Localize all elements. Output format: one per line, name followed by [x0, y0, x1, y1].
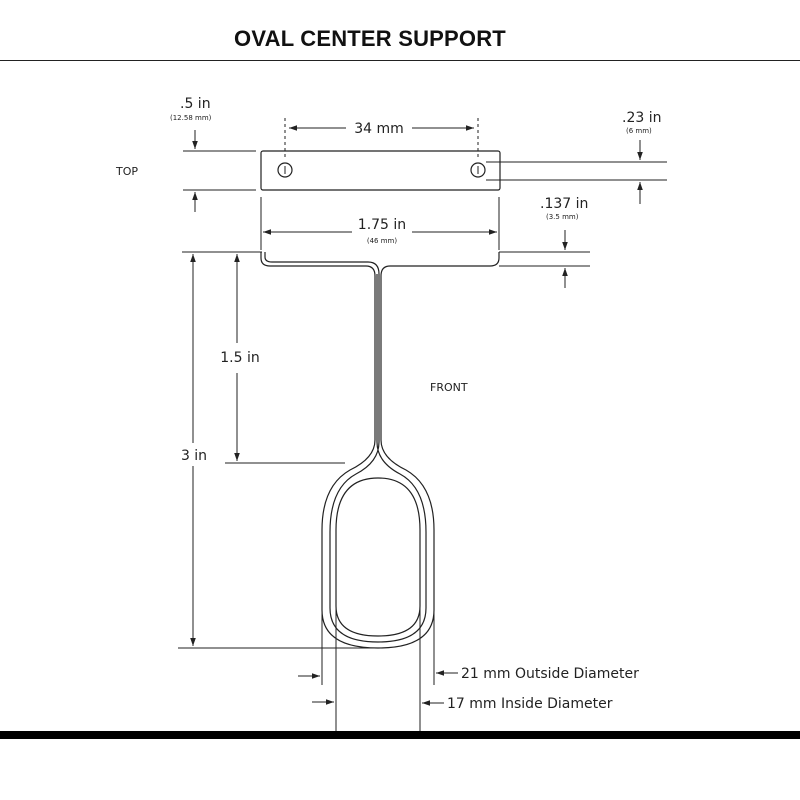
top-view: TOP 34 mm .5 in (12.58 mm) .23 in (6 mm)	[115, 96, 667, 212]
plate-width-sublabel: (46 mm)	[367, 237, 398, 245]
stem-length-label: 1.5 in	[220, 350, 259, 366]
overall-height-label: 3 in	[181, 448, 207, 464]
front-view-label: FRONT	[430, 381, 468, 394]
mounting-hole-right	[470, 162, 486, 178]
flange-thickness-sublabel: (3.5 mm)	[546, 213, 579, 221]
outside-diameter-label: 21 mm Outside Diameter	[461, 666, 639, 682]
front-view: FRONT 1.75 in (46 mm) .137 in (3.5 mm)	[178, 196, 639, 731]
plate-width-label: 1.75 in	[358, 217, 406, 233]
hole-diameter-label: .23 in	[622, 110, 661, 126]
plate-thickness-sublabel: (12.58 mm)	[170, 114, 212, 122]
inside-diameter-label: 17 mm Inside Diameter	[447, 696, 613, 712]
hole-spacing-label: 34 mm	[354, 121, 404, 137]
mounting-hole-left	[277, 162, 293, 178]
title-divider	[0, 60, 800, 61]
mounting-plate-top	[260, 150, 501, 191]
page-title: OVAL CENTER SUPPORT	[234, 26, 506, 51]
bottom-border-bar	[0, 731, 800, 739]
top-view-label: TOP	[115, 165, 138, 178]
center-support-inner-profile	[264, 252, 427, 643]
flange-thickness-label: .137 in	[540, 196, 588, 212]
plate-thickness-label: .5 in	[180, 96, 211, 112]
hole-diameter-sublabel: (6 mm)	[626, 127, 652, 135]
center-support-profile	[260, 252, 500, 649]
oval-opening	[335, 477, 421, 637]
